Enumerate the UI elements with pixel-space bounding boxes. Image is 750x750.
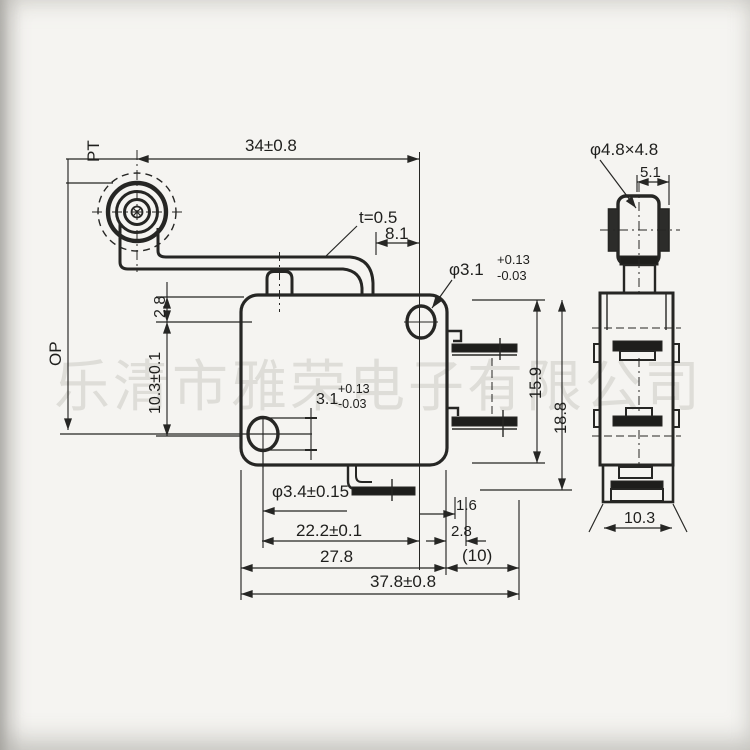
dim-terminal-step2 (426, 497, 486, 546)
dim-lever-bend (375, 232, 419, 255)
dim-roller-width (636, 175, 670, 205)
label-top-hole-tol-minus: -0.03 (497, 268, 527, 283)
label-terminal-step2: 2.8 (451, 523, 472, 540)
label-hole-spacing: 22.2±0.1 (296, 521, 362, 540)
side-terminals (446, 329, 518, 437)
label-body-length: 27.8 (320, 547, 353, 566)
label-lever-length: 34±0.8 (245, 136, 297, 155)
leader-top-hole-dia (431, 279, 453, 309)
dim-bottom-hole-dia (266, 408, 317, 460)
dim-overall-height (480, 300, 572, 491)
label-overall-height: 18.8 (552, 402, 570, 434)
bottom-terminal (346, 465, 416, 501)
dim-hole-row-spacing (156, 322, 240, 437)
plunger-button (265, 252, 294, 312)
label-pt: PT (84, 140, 103, 162)
dim-terminal-step1 (420, 470, 456, 575)
dim-hole-spacing (262, 452, 419, 548)
dim-side-width (588, 503, 688, 533)
label-hole-top-offset: 2.8 (152, 296, 169, 318)
front-view: PT OP 34±0.8 t=0.5 8.1 φ3.1 +0.13 -0.03 … (46, 136, 572, 600)
leader-roller-size (599, 159, 637, 209)
label-op: OP (46, 341, 65, 366)
label-lever-bend: 8.1 (385, 224, 409, 243)
label-body-height: 15.9 (527, 367, 545, 399)
switch-body (239, 293, 449, 468)
label-terminal-length: (10) (462, 546, 492, 565)
label-lever-thickness: t=0.5 (359, 208, 397, 227)
label-roller-size: φ4.8×4.8 (590, 140, 658, 159)
label-bottom-hole-tol-minus: -0.03 (338, 397, 367, 411)
dim-body-height (472, 299, 545, 464)
watermark-text: 乐清市雅荣电子有限公司 (54, 355, 703, 418)
dim-operating-position (60, 159, 312, 435)
side-view: φ4.8×4.8 5.1 10.3 (588, 140, 688, 533)
label-bottom-hole-dia: 3.1 (316, 391, 338, 408)
dim-body-length (240, 470, 446, 600)
side-body (592, 291, 681, 467)
label-top-hole-tol-plus: +0.13 (497, 252, 530, 267)
label-bottom-hole-tol-plus: +0.13 (338, 382, 370, 396)
side-bottom-terminal-block (601, 463, 675, 504)
label-side-width: 10.3 (624, 510, 655, 527)
dim-hole-top-offset (156, 282, 252, 323)
label-bottom-hole-dia2: φ3.4±0.15 (272, 482, 349, 501)
side-terminal-upper (612, 340, 663, 352)
dim-lever-length (137, 152, 420, 570)
roller-lever-actuator (92, 150, 375, 296)
label-overall-length: 37.8±0.8 (370, 572, 436, 591)
leader-lever-thickness (323, 225, 358, 259)
dim-terminal-length (446, 500, 520, 600)
label-hole-row-spacing: 10.3±0.1 (147, 352, 164, 414)
side-terminal-lower (612, 415, 663, 427)
label-terminal-step1: 1.6 (456, 497, 477, 514)
dim-pretravel (66, 158, 137, 184)
label-top-hole-dia: φ3.1 (449, 260, 484, 279)
label-roller-width: 5.1 (640, 164, 661, 181)
